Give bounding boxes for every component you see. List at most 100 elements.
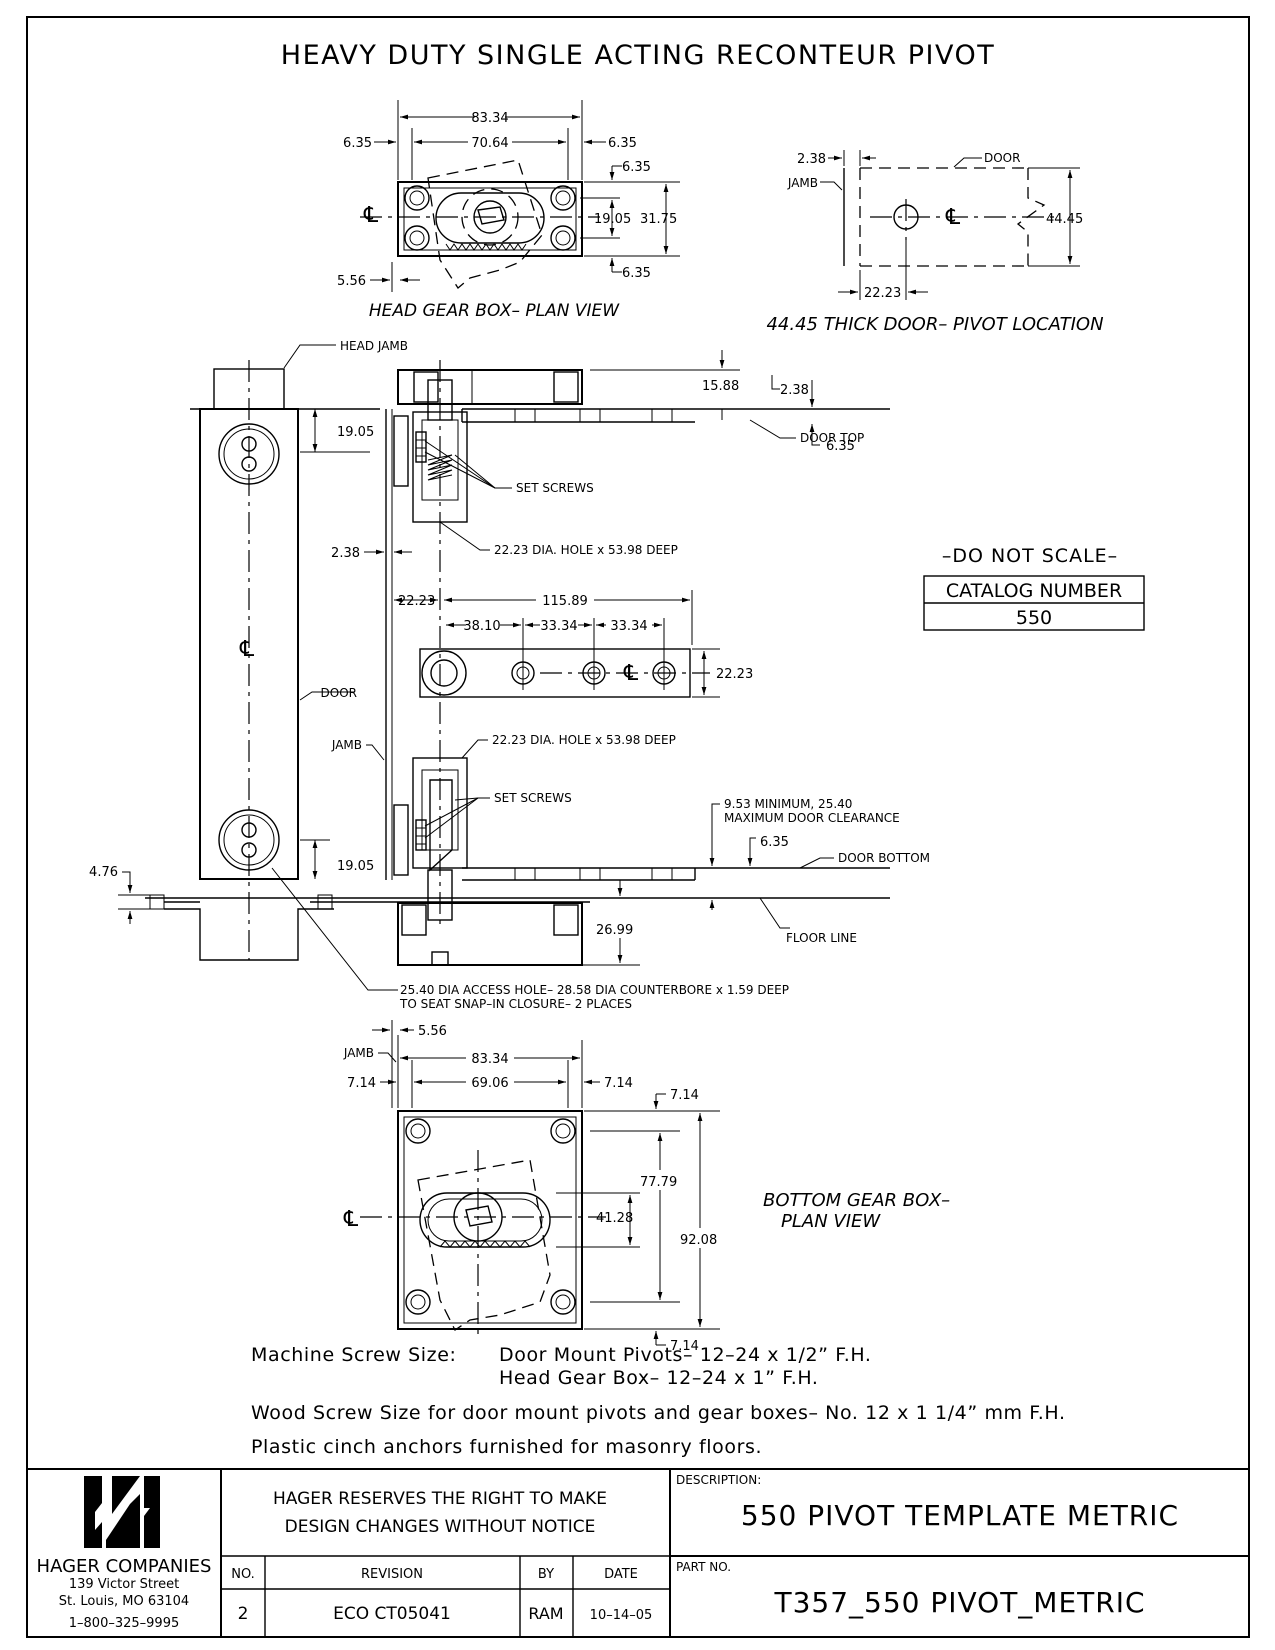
head-centerline-mark: ℄ [363,203,379,228]
dim-head-holes: 19.05 [594,212,631,227]
elevation-view: ℄ HEAD JAMB ℄ [89,339,930,1011]
header-date: DATE [604,1567,638,1582]
dim-elev-3334b: 33.34 [610,619,647,634]
set-screws-bottom-label: SET SCREWS [494,791,572,805]
dim-head-inner: 70.64 [471,136,508,151]
dim-head-top: 6.35 [622,160,651,175]
company-address1: 139 Victor Street [69,1577,179,1592]
dim-door-gap: 2.38 [797,152,826,167]
dim-elev-2223: 22.23 [398,594,435,609]
dim-head-left: 6.35 [343,136,372,151]
dim-head-overall: 83.34 [471,111,508,126]
catalog-box: –DO NOT SCALE– CATALOG NUMBER 550 [923,545,1145,631]
access-hole-line1: 25.40 DIA ACCESS HOLE– 28.58 DIA COUNTER… [400,983,789,997]
spec-machine-line2: Head Gear Box– 12–24 x 1” F.H. [499,1367,819,1389]
part-label: PART NO. [676,1560,731,1574]
dim-elev-2223r: 22.23 [716,667,753,682]
bottom-centerline-mark: ℄ [343,1207,359,1232]
drawing-title: HEAVY DUTY SINGLE ACTING RECONTEUR PIVOT [281,40,995,71]
dim-elev-1588: 15.88 [702,379,739,394]
dim-elev-gap: 2.38 [331,546,360,561]
dim-elev-bot19: 19.05 [337,859,374,874]
rev-date: 10–14–05 [590,1608,653,1623]
dim-head-offset: 5.56 [337,274,366,289]
header-no: NO. [231,1567,255,1582]
dim-elev-238r: 2.38 [780,383,809,398]
screw-specs: Machine Screw Size: Door Mount Pivots– 1… [251,1344,1066,1458]
company-address2: St. Louis, MO 63104 [59,1594,189,1609]
clearance-line1: 9.53 MINIMUM, 25.40 [724,797,852,811]
door-top-label: DOOR TOP [800,431,864,445]
dim-head-right: 6.35 [608,136,637,151]
catalog-label: CATALOG NUMBER [946,580,1122,602]
dim-door-thickness: 44.45 [1046,212,1083,227]
door-label: DOOR [984,151,1020,165]
dim-elev-11589: 115.89 [542,594,588,609]
plate-centerline-mark: ℄ [623,661,639,686]
header-revision: REVISION [361,1567,423,1582]
dim-bot-top: 7.14 [670,1088,699,1103]
rev-revision: ECO CT05041 [333,1604,451,1624]
notice-line2: DESIGN CHANGES WITHOUT NOTICE [285,1517,596,1537]
bottom-gear-box-plan: ℄ 5.56 JAMB 83.34 69.06 7.14 7.14 7.14 7… [343,1020,950,1354]
elev-centerline-mark: ℄ [239,637,255,662]
elev-jamb-label: JAMB [331,738,362,752]
dim-head-height: 31.75 [640,212,677,227]
dim-elev-3334a: 33.34 [540,619,577,634]
rev-no: 2 [238,1604,249,1624]
hole-bottom-label: 22.23 DIA. HOLE x 53.98 DEEP [492,733,676,747]
clearance-line2: MAXIMUM DOOR CLEARANCE [724,811,900,825]
access-hole-line2: TO SEAT SNAP–IN CLOSURE– 2 PLACES [399,997,632,1011]
header-by: BY [538,1567,554,1582]
notice-line1: HAGER RESERVES THE RIGHT TO MAKE [273,1489,607,1509]
hager-logo [84,1476,160,1548]
bot-jamb-label: JAMB [343,1046,374,1060]
dim-door-pivot: 22.23 [864,286,901,301]
description: 550 PIVOT TEMPLATE METRIC [741,1499,1179,1532]
spec-plastic: Plastic cinch anchors furnished for maso… [251,1436,762,1458]
dim-elev-476: 4.76 [89,865,118,880]
door-jamb-label: JAMB [787,176,818,190]
spec-machine-line1: Door Mount Pivots– 12–24 x 1/2” F.H. [499,1344,872,1366]
dim-head-bottom: 6.35 [622,266,651,281]
dim-bot-height: 92.08 [680,1233,717,1248]
dim-elev-635b: 6.35 [760,835,789,850]
dim-bot-left: 7.14 [347,1076,376,1091]
title-block: HAGER COMPANIES 139 Victor Street St. Lo… [27,1468,1249,1637]
do-not-scale: –DO NOT SCALE– [942,545,1118,567]
hole-top-label: 22.23 DIA. HOLE x 53.98 DEEP [494,543,678,557]
door-bottom-label: DOOR BOTTOM [838,851,930,865]
door-centerline-mark: ℄ [945,205,961,230]
bottom-caption-line1: BOTTOM GEAR BOX– [763,1190,950,1211]
company-phone: 1–800–325–9995 [69,1616,179,1631]
head-gear-box-plan: ℄ 83.34 70.64 6.35 6.35 6.35 6.35 19.05 … [337,100,680,321]
dim-bot-right: 7.14 [604,1076,633,1091]
head-jamb-label: HEAD JAMB [340,339,408,353]
dim-bot-inner: 69.06 [471,1076,508,1091]
door-pivot-location: ℄ 44.45 2.38 DOOR JAMB 22.23 44.45 THICK… [766,150,1104,335]
company-name: HAGER COMPANIES [37,1556,212,1577]
rev-by: RAM [528,1604,563,1623]
dim-bot-inner-h: 77.79 [640,1175,677,1190]
floor-line-label: FLOOR LINE [786,931,857,945]
part-number: T357_550 PIVOT_METRIC [773,1586,1145,1619]
dim-elev-2699: 26.99 [596,923,633,938]
spec-machine-label: Machine Screw Size: [251,1344,457,1366]
catalog-value: 550 [1016,607,1052,629]
description-label: DESCRIPTION: [676,1473,761,1487]
dim-bot-offset: 5.56 [418,1024,447,1039]
head-gear-caption: HEAD GEAR BOX– PLAN VIEW [369,301,620,321]
dim-bot-overall: 83.34 [471,1052,508,1067]
set-screws-top-label: SET SCREWS [516,481,594,495]
dim-elev-top19: 19.05 [337,425,374,440]
elev-door-label: DOOR [321,686,357,700]
door-location-caption: 44.45 THICK DOOR– PIVOT LOCATION [766,314,1103,335]
bottom-caption-line2: PLAN VIEW [781,1211,881,1232]
dim-bot-slot: 41.28 [596,1211,633,1226]
dim-elev-3810: 38.10 [463,619,500,634]
dim-bot-bottom: 7.14 [670,1339,699,1354]
sheet-border [26,16,1250,1638]
dim-elev-635a: 6.35 [826,439,855,454]
spec-wood: Wood Screw Size for door mount pivots an… [251,1402,1066,1424]
